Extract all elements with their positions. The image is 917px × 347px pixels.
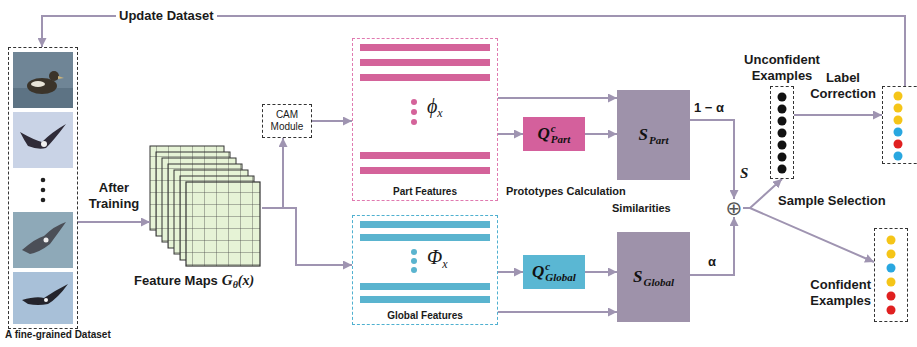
- math-superscript: c: [545, 261, 576, 272]
- feature-maps: Feature MapsGθ(x): [150, 146, 262, 268]
- edge-label: Label Correction: [805, 70, 881, 102]
- feature-subscript: x: [442, 257, 447, 271]
- feature-box: ΦxGlobal Features: [352, 215, 498, 325]
- math-symbol: G: [222, 272, 233, 288]
- confident-dots: [887, 236, 896, 315]
- connector-arrow: [690, 120, 734, 199]
- annotation-label: Prototypes Calculation: [506, 184, 626, 198]
- example-column: [882, 86, 917, 164]
- feature-symbol: Φ: [427, 246, 442, 268]
- similarity-box: SGlobal: [617, 232, 690, 322]
- column-heading: Confident Examples: [810, 277, 871, 308]
- connector-arrow: [42, 16, 905, 86]
- annotation-label: Similarities: [612, 201, 671, 215]
- box-text: SPart: [638, 125, 668, 145]
- math-subscript: Global: [545, 272, 576, 283]
- dataset-caption: A fine-grained Dataset: [5, 329, 111, 340]
- edge-label: S: [740, 165, 748, 181]
- math-symbol: Q: [538, 124, 550, 144]
- caption: A fine-grained Dataset: [5, 329, 111, 341]
- math-label: Φx: [427, 246, 448, 272]
- bird-images: [13, 52, 73, 324]
- math-superscript: c: [551, 123, 571, 134]
- math-subscript: Global: [643, 276, 674, 288]
- box-text: QcPart: [538, 123, 571, 145]
- math-label: ϕx: [427, 95, 443, 121]
- box-caption: Part Features: [353, 186, 497, 198]
- prototype-box: QcGlobal: [523, 255, 585, 289]
- math-symbol: Q: [532, 262, 544, 282]
- sum-symbol: ⊕: [725, 199, 743, 217]
- feature-map-stack: [150, 146, 260, 266]
- box-text: CAM Module: [263, 109, 311, 133]
- unconfident-dots: [778, 93, 787, 174]
- connector-arrow: [262, 208, 352, 265]
- connector-arrow: [498, 311, 617, 313]
- heading: Unconfident Examples: [736, 52, 828, 84]
- caption-text: Feature Maps: [134, 273, 218, 288]
- feature-box: ϕxPart Features: [352, 38, 498, 201]
- connector-arrow: [743, 179, 782, 208]
- edge-label: Update Dataset: [116, 8, 217, 24]
- module-box: CAM Module: [262, 104, 312, 138]
- math-subscript: θ: [233, 279, 238, 290]
- feature-caption: Part Features: [393, 186, 457, 197]
- math-symbol: S: [638, 125, 647, 145]
- edge-label: Sample Selection: [778, 193, 886, 209]
- connector-arrow: [743, 208, 874, 262]
- connector-arrow: [498, 133, 523, 135]
- script-stack: cPart: [551, 123, 571, 145]
- connector-arrow: [498, 97, 617, 99]
- feature-subscript: x: [437, 106, 442, 120]
- edge-label: α: [708, 254, 716, 270]
- connector-arrow: [312, 120, 352, 122]
- dataset-box: A fine-grained Dataset: [8, 47, 78, 329]
- corrected-dots: [894, 92, 903, 161]
- caption: Feature Maps Gθ(x): [134, 272, 254, 293]
- column-heading: Unconfident Examples: [744, 52, 820, 83]
- heading: Confident Examples: [789, 277, 871, 309]
- math-subscript: Part: [551, 134, 571, 145]
- connector-arrow: [794, 114, 882, 116]
- example-column: Confident Examples: [874, 228, 908, 322]
- box-text: SGlobal: [633, 267, 674, 287]
- similarity-box: SPart: [617, 90, 690, 180]
- connector-arrow: [262, 138, 283, 208]
- connector-arrow: [690, 217, 734, 275]
- feature-symbol: ϕ: [427, 95, 437, 117]
- part-feature-bars: [360, 44, 490, 174]
- module-label: CAM Module: [271, 109, 304, 132]
- math-subscript: Part: [649, 134, 669, 146]
- connector-arrow: [78, 221, 150, 223]
- connector-arrow: [585, 271, 617, 273]
- prototype-box: QcPart: [523, 117, 585, 151]
- math-argument: (x): [238, 273, 254, 288]
- connector-arrow: [585, 133, 617, 135]
- box-caption: Global Features: [353, 310, 497, 322]
- example-column: Unconfident Examples: [770, 86, 794, 179]
- box-text: QcGlobal: [532, 261, 576, 283]
- edge-label: After Training: [82, 180, 146, 212]
- script-stack: cGlobal: [545, 261, 576, 283]
- global-feature-bars: [360, 221, 490, 303]
- feature-caption: Global Features: [387, 310, 463, 321]
- math-symbol: S: [633, 267, 642, 287]
- sum-sign: ⊕: [726, 199, 743, 217]
- edge-label: 1 − α: [694, 100, 724, 116]
- connector-arrow: [498, 271, 523, 273]
